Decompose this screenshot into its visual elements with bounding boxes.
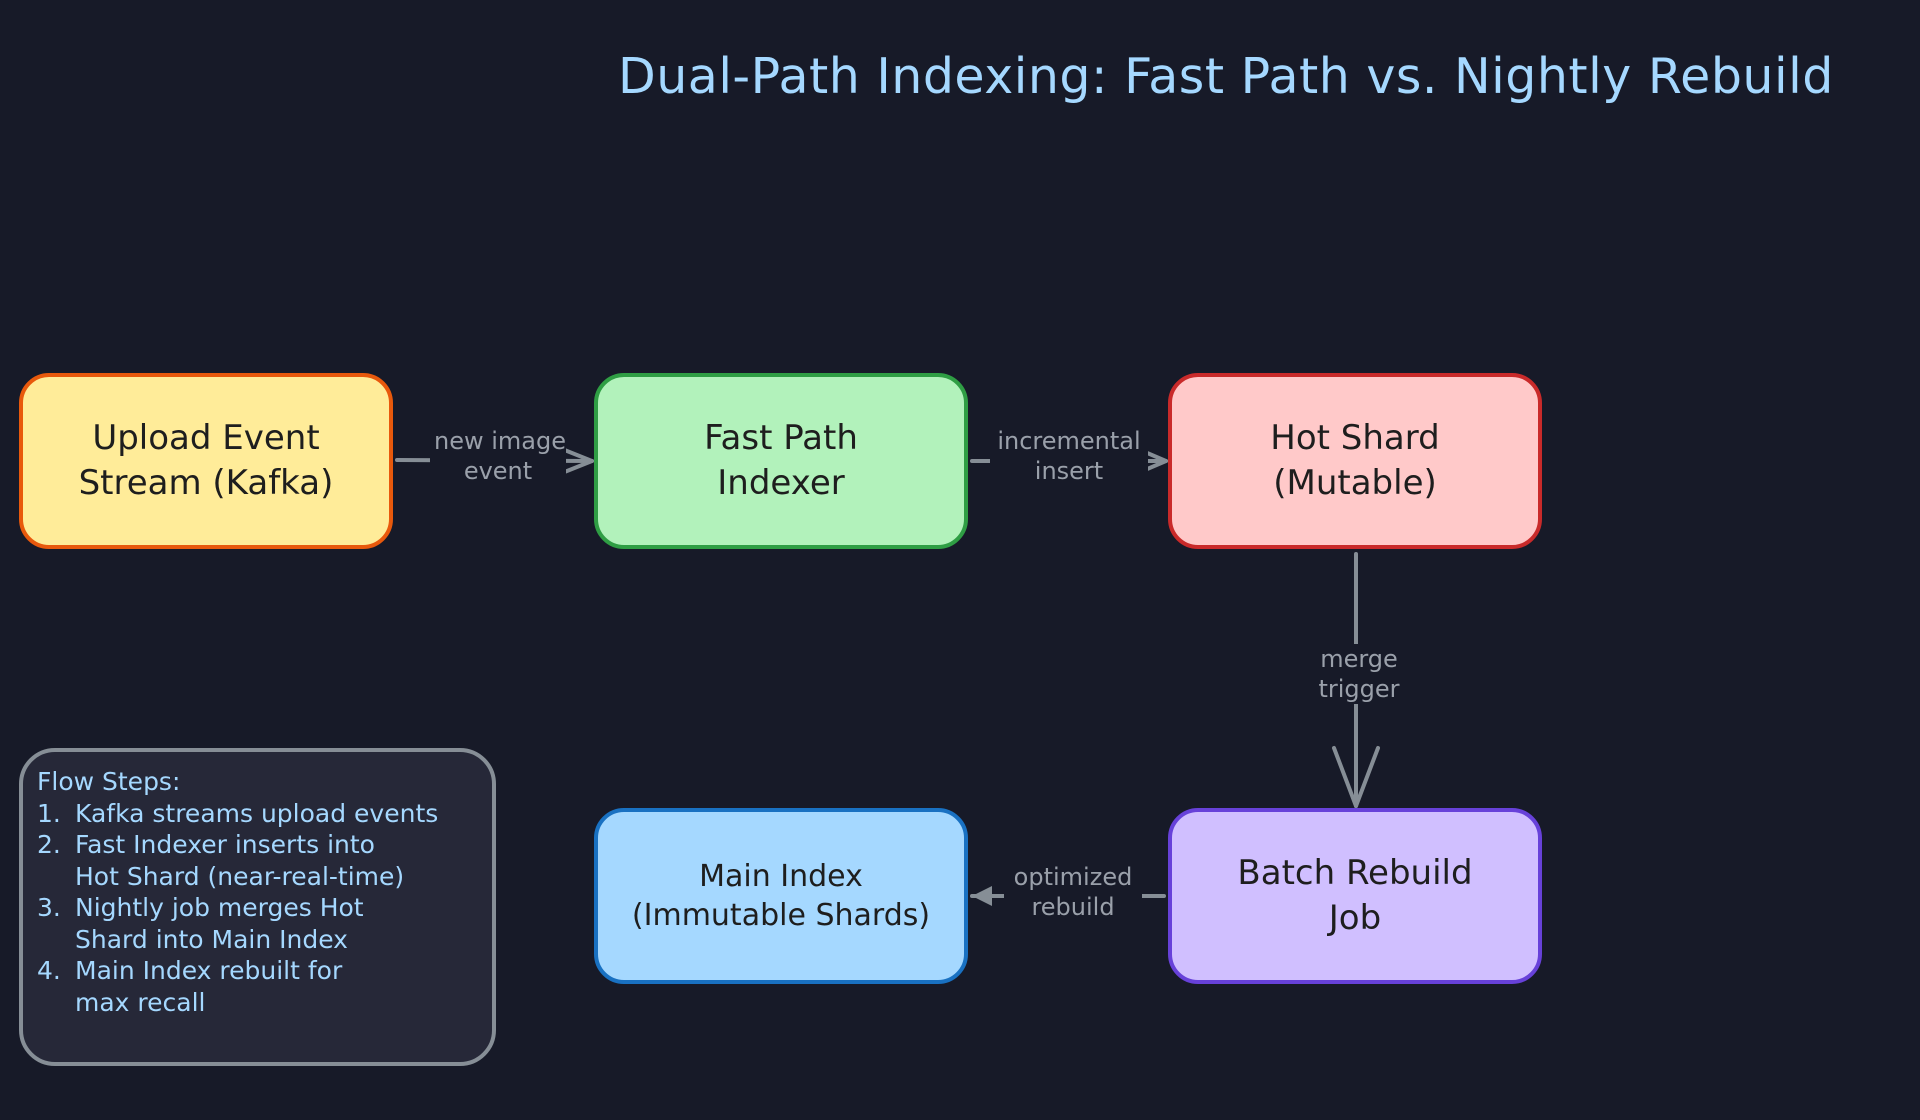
legend-item-number: 1. — [37, 798, 61, 828]
legend-item-line2: Hot Shard (near-real-time) — [75, 861, 405, 891]
edge-label-line1: merge — [1320, 645, 1398, 673]
node-label-line2: Indexer — [717, 463, 845, 503]
node-fast-path-indexer[interactable]: Fast Path Indexer — [594, 373, 968, 549]
node-label-line2: Stream (Kafka) — [78, 463, 334, 503]
node-label-line1: Main Index — [699, 859, 863, 894]
node-label-line1: Batch Rebuild — [1237, 853, 1473, 893]
edge-label-line1: incremental — [997, 427, 1141, 455]
arrow-upload-to-fast-head — [560, 447, 594, 475]
node-label-line2: Job — [1328, 898, 1382, 938]
legend-item: 2. Fast Indexer inserts into Hot Shard (… — [37, 829, 482, 892]
legend-item-line1: Nightly job merges Hot — [75, 893, 364, 922]
edge-label-line1: optimized — [1013, 863, 1133, 891]
legend-item-text: Nightly job merges Hot Shard into Main I… — [75, 892, 364, 955]
legend-item-number: 3. — [37, 893, 61, 922]
node-label-line1: Hot Shard — [1270, 418, 1440, 458]
legend-item-number: 4. — [37, 956, 61, 985]
node-label-line2: (Mutable) — [1273, 463, 1437, 503]
node-label-line1: Upload Event — [92, 418, 320, 458]
legend-item-text: Kafka streams upload events — [75, 798, 438, 830]
edge-label-new-image-event: new image event — [430, 426, 566, 486]
legend-item-line2: Shard into Main Index — [75, 924, 348, 954]
node-label-line2: (Immutable Shards) — [631, 898, 931, 933]
legend-item-text: Fast Indexer inserts into Hot Shard (nea… — [75, 829, 404, 892]
diagram-title: Dual-Path Indexing: Fast Path vs. Nightl… — [618, 48, 1834, 105]
edge-label-optimized-rebuild: optimized rebuild — [1004, 862, 1142, 922]
flow-steps-legend: Flow Steps: 1. Kafka streams upload even… — [19, 748, 496, 1066]
arrow-hot-to-batch-head — [1332, 746, 1380, 808]
node-batch-rebuild-job[interactable]: Batch Rebuild Job — [1168, 808, 1542, 984]
legend-heading: Flow Steps: — [37, 767, 181, 796]
legend-item-line1: Main Index rebuilt for — [75, 956, 343, 985]
node-hot-shard[interactable]: Hot Shard (Mutable) — [1168, 373, 1542, 549]
node-label-line1: Fast Path — [704, 418, 858, 458]
node-upload-event-stream[interactable]: Upload Event Stream (Kafka) — [19, 373, 393, 549]
legend-item-line1: Kafka streams upload events — [75, 798, 439, 828]
arrow-batch-to-main-head — [972, 886, 992, 906]
node-main-index[interactable]: Main Index (Immutable Shards) — [594, 808, 968, 984]
edge-label-incremental-insert: incremental insert — [990, 426, 1148, 486]
edge-label-line1: new image — [434, 427, 566, 455]
legend-item-line2: max recall — [75, 987, 206, 1017]
legend-item-number: 2. — [37, 830, 61, 859]
legend-item-line1: Fast Indexer inserts into — [75, 830, 375, 859]
legend-item: 4. Main Index rebuilt for max recall — [37, 955, 482, 1018]
edge-label-merge-trigger: merge trigger — [1304, 644, 1414, 704]
edge-label-line2: trigger — [1318, 675, 1400, 703]
legend-item: 3. Nightly job merges Hot Shard into Mai… — [37, 892, 482, 955]
edge-label-line2: event — [463, 457, 533, 485]
legend-item: 1. Kafka streams upload events — [37, 798, 482, 830]
legend-item-text: Main Index rebuilt for max recall — [75, 955, 342, 1018]
edge-label-line2: insert — [1034, 457, 1104, 485]
edge-label-line2: rebuild — [1031, 893, 1115, 921]
